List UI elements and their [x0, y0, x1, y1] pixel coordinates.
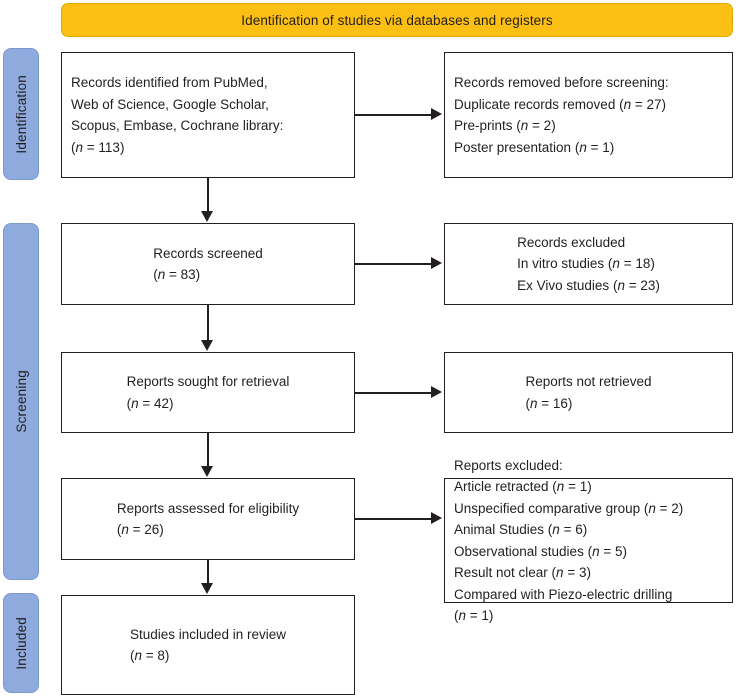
connector-sought-to-assessed-arrow — [201, 466, 214, 477]
connector-sought-to-not-retrieved-arrow — [431, 386, 442, 398]
banner-title: Identification of studies via databases … — [241, 12, 553, 28]
records-screened-label: Records screened — [153, 245, 263, 261]
phase-label-identification: Identification — [3, 48, 39, 180]
studies-included-count: (n = 8) — [129, 648, 170, 663]
records-identified-line-3: Scopus, Embase, Cochrane library: — [71, 118, 284, 133]
banner-identification-databases: Identification of studies via databases … — [61, 3, 733, 37]
reports-assessed-label: Reports assessed for eligibility — [116, 500, 300, 516]
box-records-identified: Records identified from PubMed, Web of S… — [61, 52, 355, 178]
reports-excluded-item-unclear: Result not clear (n = 3) — [454, 565, 591, 580]
box-reports-assessed: Reports assessed for eligibility (n = 26… — [61, 478, 355, 560]
connector-identified-to-removed-line — [355, 114, 432, 116]
box-reports-sought: Reports sought for retrieval (n = 42) — [61, 352, 355, 433]
reports-excluded-heading: Reports excluded: — [454, 457, 563, 473]
records-identified-count: (n = 113) — [71, 139, 125, 155]
box-reports-not-retrieved: Reports not retrieved (n = 16) — [444, 352, 733, 433]
connector-sought-to-not-retrieved-line — [355, 392, 432, 394]
phase-label-screening-text: Screening — [13, 370, 29, 433]
connector-assessed-to-excluded-line — [355, 518, 432, 520]
connector-screened-to-excluded-arrow — [431, 257, 442, 269]
phase-label-identification-text: Identification — [13, 74, 29, 154]
connector-screened-to-sought-line — [207, 305, 209, 341]
reports-excluded-item-piezo: Compared with Piezo-electric drilling — [454, 586, 673, 602]
connector-identified-to-removed-arrow — [431, 108, 442, 120]
records-excluded-heading: Records excluded — [517, 234, 626, 250]
box-studies-included: Studies included in review (n = 8) — [61, 595, 355, 695]
records-removed-item-duplicate: Duplicate records removed (n = 27) — [454, 96, 667, 112]
connector-sought-to-assessed-line — [207, 433, 209, 467]
records-removed-item-poster: Poster presentation (n = 1) — [454, 139, 615, 155]
phase-label-included: Included — [3, 593, 39, 693]
phase-label-screening: Screening — [3, 223, 39, 580]
records-identified-line-2: Web of Science, Google Scholar, — [71, 96, 269, 112]
records-identified-line-1: Records identified from PubMed, — [71, 75, 268, 90]
reports-excluded-item-piezo-count: (n = 1) — [454, 608, 494, 623]
reports-excluded-item-animal: Animal Studies (n = 6) — [454, 522, 588, 537]
connector-assessed-to-included-line — [207, 560, 209, 584]
reports-excluded-item-unspecified: Unspecified comparative group (n = 2) — [454, 500, 684, 516]
records-screened-count: (n = 83) — [153, 267, 201, 282]
connector-identified-to-screened-arrow — [201, 211, 214, 222]
records-excluded-item-exvivo: Ex Vivo studies (n = 23) — [517, 277, 660, 293]
box-reports-excluded: Reports excluded: Article retracted (n =… — [444, 458, 733, 623]
connector-assessed-to-included-arrow — [201, 583, 214, 594]
reports-not-retrieved-count: (n = 16) — [525, 395, 573, 411]
reports-assessed-count: (n = 26) — [116, 522, 164, 537]
connector-identified-to-screened-line — [207, 178, 209, 212]
box-records-removed: Records removed before screening: Duplic… — [444, 52, 733, 178]
reports-excluded-item-observational: Observational studies (n = 5) — [454, 543, 627, 559]
reports-sought-count: (n = 42) — [126, 395, 174, 411]
records-removed-heading: Records removed before screening: — [454, 75, 669, 90]
reports-not-retrieved-label: Reports not retrieved — [525, 374, 652, 389]
connector-screened-to-sought-arrow — [201, 340, 214, 351]
records-excluded-item-invitro: In vitro studies (n = 18) — [517, 256, 655, 272]
reports-excluded-item-retracted: Article retracted (n = 1) — [454, 479, 592, 494]
reports-sought-label: Reports sought for retrieval — [126, 374, 290, 389]
connector-assessed-to-excluded-arrow — [431, 512, 442, 524]
studies-included-label: Studies included in review — [129, 626, 287, 642]
records-removed-item-preprints: Pre-prints (n = 2) — [454, 118, 556, 133]
connector-screened-to-excluded-line — [355, 263, 432, 265]
box-records-excluded: Records excluded In vitro studies (n = 1… — [444, 223, 733, 305]
box-records-screened: Records screened (n = 83) — [61, 223, 355, 305]
phase-label-included-text: Included — [13, 616, 29, 670]
